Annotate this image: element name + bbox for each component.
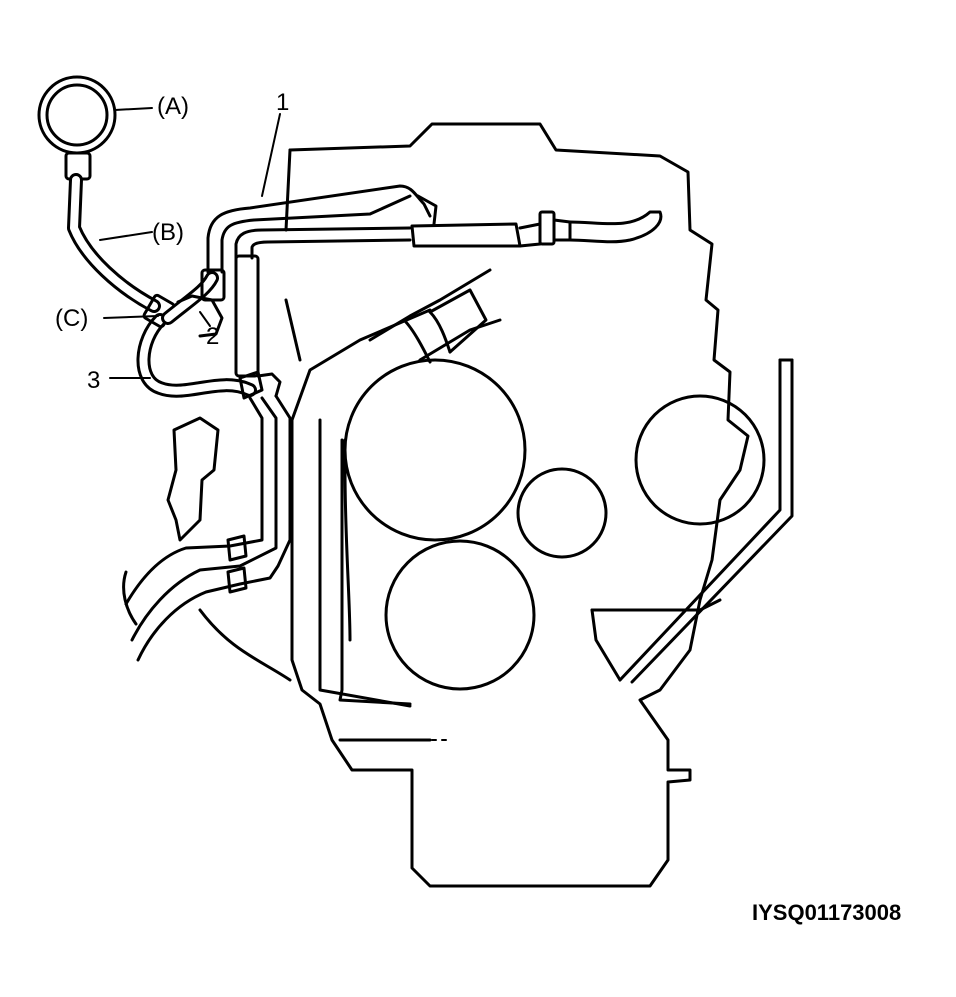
label-c: (C) (55, 305, 88, 332)
pipe-1 (206, 184, 663, 274)
label-2: 2 (206, 323, 219, 350)
label-1: 1 (276, 89, 289, 116)
leader-a (114, 107, 153, 111)
vertical-hoses (122, 254, 292, 662)
leader-lines (99, 107, 281, 379)
idler-pulley (516, 467, 608, 559)
label-a: (A) (157, 93, 189, 120)
pressure-gauge (37, 75, 117, 181)
leader-2 (199, 311, 211, 327)
label-3: 3 (87, 367, 100, 394)
figure-code: IYSQ01173008 (752, 900, 901, 925)
hose-b (67, 173, 161, 313)
leader-b (99, 231, 153, 241)
alternator-pulley (634, 394, 766, 526)
labels: (A) (B) (C) 3 1 2 IYSQ01173008 (55, 89, 901, 925)
intake-duct (368, 268, 502, 364)
leader-1 (261, 113, 281, 197)
crank-pulley (343, 358, 527, 542)
belt-lines (318, 358, 794, 742)
engine-block-outline (166, 122, 750, 888)
leader-c (103, 315, 159, 319)
pump-pulley (384, 539, 536, 691)
pulleys (343, 358, 766, 691)
hose-2 (161, 268, 226, 338)
label-b: (B) (152, 219, 184, 246)
